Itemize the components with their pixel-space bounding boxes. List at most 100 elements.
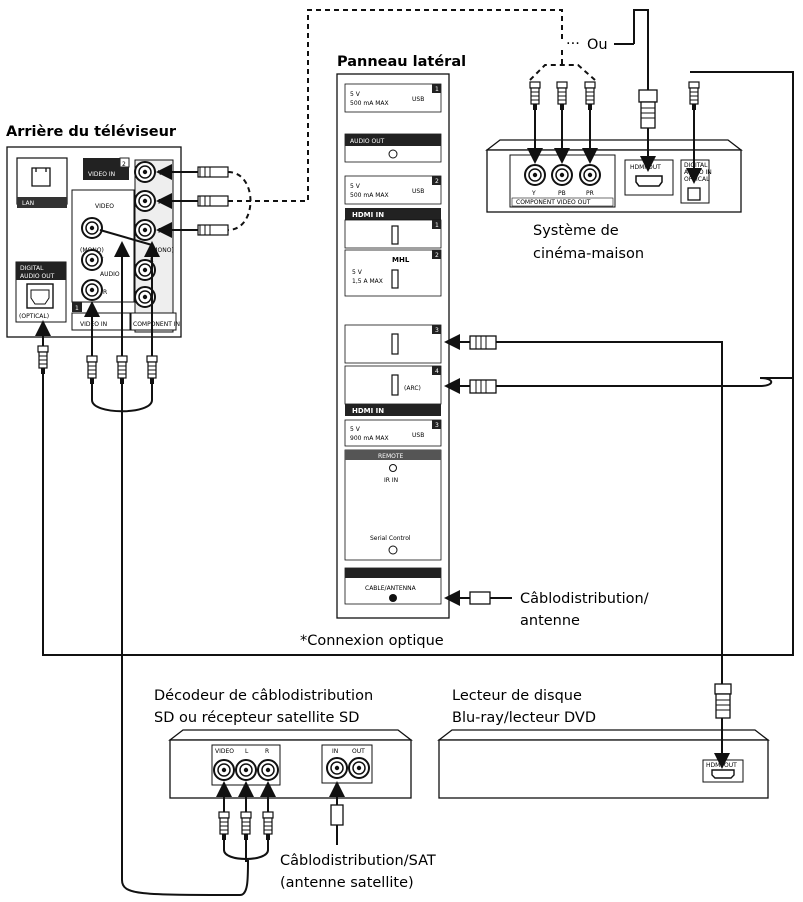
- pb-jack: [134, 190, 156, 212]
- lan-port: [16, 157, 68, 205]
- optical-label: (OPTICAL): [19, 313, 49, 320]
- bluray-label-line2: Blu-ray/lecteur DVD: [452, 710, 596, 726]
- usb3-number: 3: [435, 422, 439, 429]
- mhl-voltage: 5 V: [352, 269, 363, 276]
- component-cable-dashed: [227, 9, 563, 231]
- ht-pr-jack: [579, 164, 601, 186]
- audio-out-label: AUDIO OUT: [20, 273, 55, 280]
- port-2-number: 2: [122, 161, 126, 168]
- ethernet-icon: [31, 167, 51, 187]
- ht-audio-in-label: AUDIO IN: [684, 169, 712, 176]
- hdmi3-number: 3: [435, 327, 439, 334]
- decoder-in-label: IN: [332, 748, 338, 755]
- side-panel: 5 V 500 mA MAX USB 1 AUDIO OUT 5 V 500 m…: [336, 73, 450, 619]
- usb1-label: USB: [412, 96, 424, 103]
- optical-note: *Connexion optique: [300, 633, 444, 649]
- hdmi1-number: 1: [435, 222, 439, 229]
- decoder-r-label: R: [265, 748, 269, 755]
- ht-pb-jack: [551, 164, 573, 186]
- headphone-jack: [388, 149, 398, 159]
- hdmi4-port: [391, 374, 399, 396]
- decoder-label-line2: SD ou récepteur satellite SD: [154, 710, 359, 726]
- audio-r-jack: [81, 279, 103, 301]
- mono-label-right: (MONO): [150, 247, 174, 254]
- decoder-in-jack: [326, 757, 348, 779]
- tv-back-title: Arrière du téléviseur: [6, 124, 177, 140]
- optical-cable: [42, 72, 794, 656]
- home-theater-plugs: [527, 70, 794, 379]
- home-theater-label-line2: cinéma-maison: [533, 246, 644, 262]
- serial-control-label: Serial Control: [370, 535, 411, 542]
- or-label-dots: ···: [566, 36, 580, 52]
- decoder-device: VIDEO L R IN OUT: [168, 729, 413, 799]
- port-1-number: 1: [75, 305, 79, 312]
- mhl-current: 1,5 A MAX: [352, 278, 383, 285]
- audio-l-jack: [81, 249, 103, 271]
- home-theater-device: Y PB PR COMPONENT VIDEO OUT HDMI OUT DIG…: [485, 139, 743, 213]
- side-panel-title: Panneau latéral: [337, 54, 466, 70]
- ht-digital-label: DIGITAL: [684, 162, 708, 169]
- antenna-port-label: CABLE/ANTENNA: [365, 585, 417, 592]
- ir-in-label: IR IN: [384, 477, 398, 484]
- decoder-plugs: [216, 781, 345, 862]
- usb1-number: 1: [435, 86, 439, 93]
- usb3-label: USB: [412, 432, 424, 439]
- cable-antenna-label-line1: Câblodistribution/: [520, 591, 649, 607]
- antenna-port: [389, 594, 397, 602]
- video-in-2-label: VIDEO IN: [88, 171, 115, 178]
- cable-sat-label-line2: (antenne satellite): [280, 875, 414, 891]
- bluray-label-line1: Lecteur de disque: [452, 688, 582, 704]
- component-video-out-label: COMPONENT VIDEO OUT: [516, 199, 591, 206]
- tv-back-panel: LAN VIDEO IN 2 Y PB PR VIDEO (MONO) L AU…: [6, 146, 182, 338]
- cable-sat-label-line1: Câblodistribution/SAT: [280, 853, 436, 869]
- ht-y-jack: [524, 164, 546, 186]
- usb2-voltage: 5 V: [350, 183, 361, 190]
- remote-label: REMOTE: [378, 453, 404, 460]
- ht-optical-port: [687, 187, 701, 201]
- ht-hdmi-out-label: HDMI OUT: [630, 164, 661, 171]
- digital-label: DIGITAL: [20, 265, 44, 272]
- usb3-current: 900 mA MAX: [350, 435, 389, 442]
- usb1-current: 500 mA MAX: [350, 100, 389, 107]
- bluray-hdmi-plug: [714, 655, 732, 769]
- pr-jack: [134, 219, 156, 241]
- home-theater-label-line1: Système de: [533, 223, 619, 239]
- serial-control-jack: [388, 545, 398, 555]
- decoder-l-jack: [235, 759, 257, 781]
- usb2-current: 500 mA MAX: [350, 192, 389, 199]
- usb2-label: USB: [412, 188, 424, 195]
- tv-composite-plugs: [84, 229, 249, 897]
- hdmi1-port: [391, 225, 399, 245]
- ht-hdmi-port: [635, 175, 663, 187]
- decoder-label-line1: Décodeur de câblodistribution: [154, 688, 373, 704]
- decoder-out-label: OUT: [352, 748, 365, 755]
- decoder-out-jack: [348, 757, 370, 779]
- hdmi3-port: [391, 333, 399, 355]
- hdmi2-number: 2: [435, 252, 439, 259]
- ht-pr-label: PR: [586, 190, 594, 197]
- audio-label: AUDIO: [100, 271, 120, 278]
- usb3-voltage: 5 V: [350, 426, 361, 433]
- bluray-device: HDMI OUT: [437, 729, 770, 799]
- decoder-r-jack: [257, 759, 279, 781]
- audio-out-label: AUDIO OUT: [350, 138, 385, 145]
- lan-label: LAN: [22, 200, 34, 207]
- video-jack: [81, 217, 103, 239]
- side-hdmi-plugs: [444, 334, 773, 655]
- hdmi4-number: 4: [435, 368, 439, 375]
- decoder-l-label: L: [245, 748, 249, 755]
- hdmi-in-header: HDMI IN: [352, 211, 384, 219]
- bluray-hdmi-port: [711, 769, 735, 779]
- ht-y-label: Y: [531, 190, 536, 197]
- usb2-number: 2: [435, 178, 439, 185]
- video-in-1-label: VIDEO IN: [80, 321, 107, 328]
- cable-antenna-label-line2: antenne: [520, 613, 580, 629]
- decoder-video-jack: [213, 759, 235, 781]
- decoder-video-label: VIDEO: [215, 748, 234, 755]
- ht-pb-label: PB: [558, 190, 566, 197]
- usb1-voltage: 5 V: [350, 91, 361, 98]
- arc-label: (ARC): [404, 385, 421, 392]
- video-label: VIDEO: [95, 203, 114, 210]
- ht-optical-label: OPTICAL: [684, 176, 710, 183]
